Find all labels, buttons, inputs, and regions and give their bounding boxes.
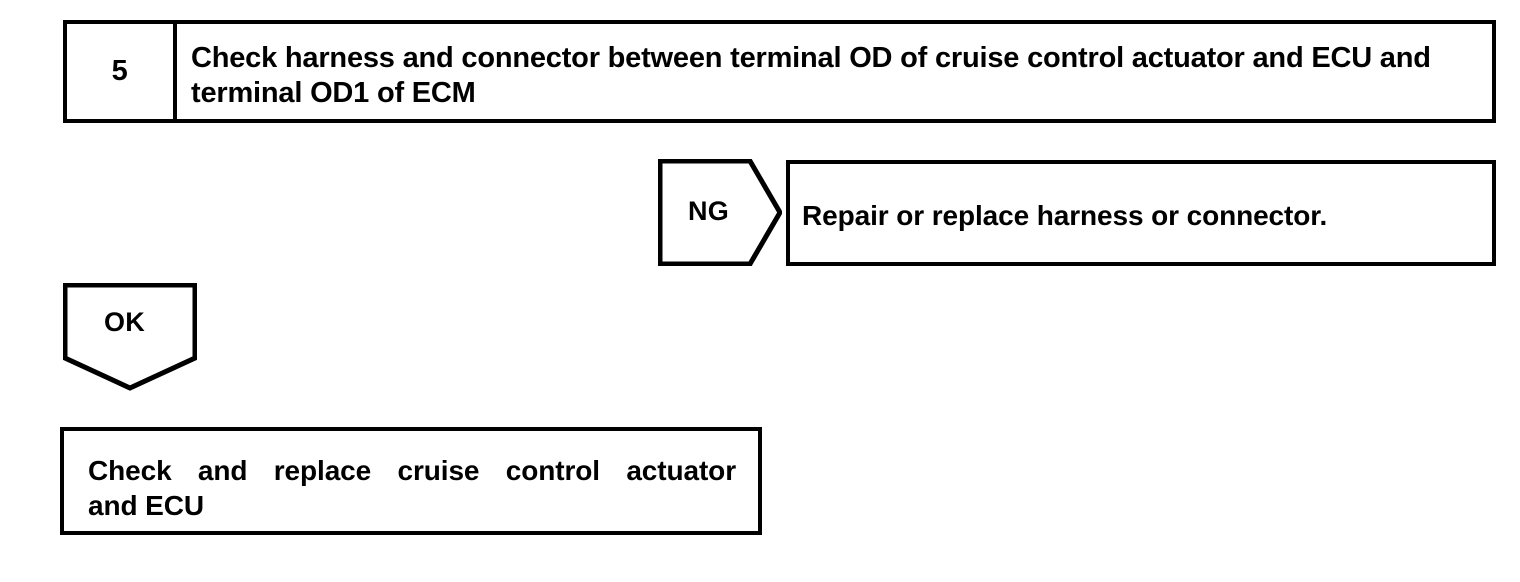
ng-result-text: Repair or replace harness or connector. bbox=[802, 200, 1328, 231]
step-box: 5 Check harness and connector between te… bbox=[63, 20, 1496, 123]
step-instruction-line-2: and ECU and terminal OD1 of ECM bbox=[191, 42, 1431, 109]
ok-branch-label: OK bbox=[104, 307, 146, 337]
ok-result-line-2: and ECU bbox=[88, 490, 204, 521]
ok-arrow-shape bbox=[63, 283, 197, 391]
ok-result-line-1: Check and replace cruise control actuato… bbox=[88, 455, 736, 486]
ng-arrow-icon bbox=[658, 159, 782, 266]
ok-result-box: Check and replace cruise control actuato… bbox=[60, 427, 762, 535]
ok-arrow-icon bbox=[63, 283, 197, 391]
ng-branch-label: NG bbox=[688, 196, 730, 226]
ng-arrow-shape bbox=[658, 159, 782, 266]
step-instruction-line-1: Check harness and connector between term… bbox=[191, 42, 1245, 74]
step-instruction: Check harness and connector between term… bbox=[191, 41, 1481, 111]
ng-result-box: Repair or replace harness or connector. bbox=[786, 160, 1496, 266]
step-number: 5 bbox=[111, 55, 129, 87]
ok-result-text: Check and replace cruise control actuato… bbox=[88, 453, 736, 523]
step-number-cell: 5 bbox=[67, 24, 177, 119]
